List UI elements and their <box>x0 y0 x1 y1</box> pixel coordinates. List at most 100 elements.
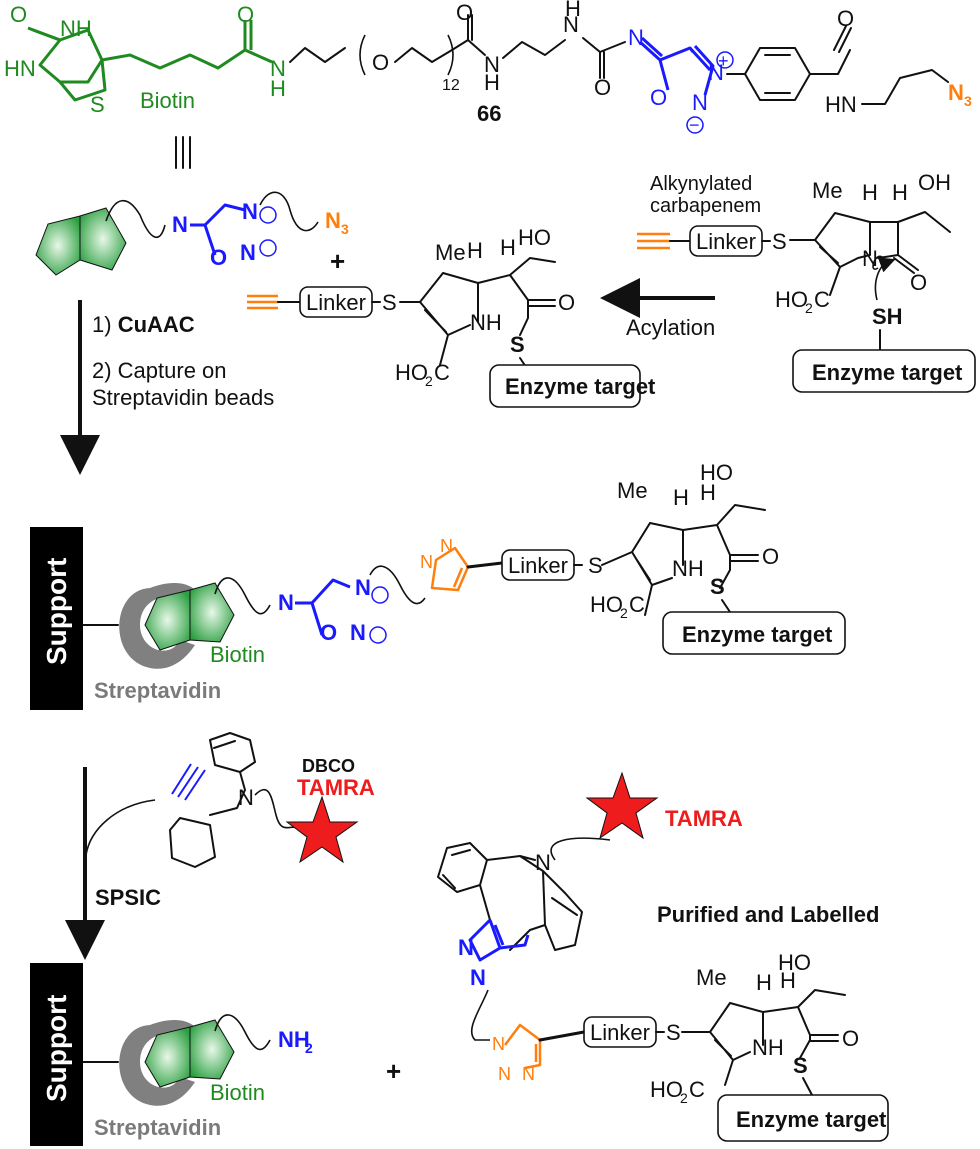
support-bound-conjugate: Support Biotin Streptavidin N N O N N N … <box>30 460 846 710</box>
acylated-carbapenem: Linker S Me H H HO NH O S HO 2 C Enzyme … <box>247 225 656 408</box>
atom-label: N <box>470 965 486 990</box>
atom-label: SH <box>872 304 903 329</box>
atom-label: H <box>500 235 516 260</box>
atom-label: N <box>522 1064 535 1084</box>
atom-label: O <box>237 2 254 27</box>
atom-label: N <box>492 1034 505 1054</box>
schematic-probe: N N O N N 3 <box>35 191 349 276</box>
atom-label: N <box>350 620 366 645</box>
streptavidin-label: Streptavidin <box>94 678 221 703</box>
support-block <box>30 527 83 710</box>
atom-label: S <box>510 332 525 357</box>
atom-label: S <box>793 1053 808 1078</box>
atom-label: H <box>780 968 796 993</box>
atom-label: O <box>837 6 854 31</box>
atom-label: N <box>240 240 256 265</box>
tamra-star-icon <box>585 771 659 840</box>
atom-label: HO <box>778 950 811 975</box>
atom-label: C <box>434 360 450 385</box>
atom-label: NH <box>470 310 502 335</box>
dbco-label: DBCO <box>302 756 355 776</box>
linker-label: Linker <box>696 229 756 254</box>
atom-label: Me <box>696 965 727 990</box>
enzyme-target-label: Enzyme target <box>736 1107 887 1132</box>
linker-label: Linker <box>508 553 568 578</box>
atom-label: H <box>862 180 878 205</box>
atom-label: Me <box>812 178 843 203</box>
atom-label: S <box>710 574 725 599</box>
peg-repeat-count: 12 <box>442 77 460 94</box>
atom-label: O <box>210 245 227 270</box>
labelled-product: TAMRA N N N N N N Linker S Me H H HO NH … <box>437 771 889 1142</box>
atom-subscript: 2 <box>680 1090 688 1106</box>
biotin-label: Biotin <box>210 642 265 667</box>
atom-label: HO <box>395 360 428 385</box>
azide-label: N <box>325 208 341 233</box>
tamra-label: TAMRA <box>665 806 743 831</box>
atom-label: N <box>238 785 254 810</box>
purified-labelled-label: Purified and Labelled <box>657 902 879 927</box>
atom-label: HN <box>825 92 857 117</box>
streptavidin-label: Streptavidin <box>94 1115 221 1140</box>
atom-label: N <box>484 52 500 77</box>
alkynylated-label-line2: carbapenem <box>650 195 761 217</box>
atom-label: N <box>458 935 474 960</box>
biotin-structure: O NH HN S O N H Biotin <box>4 2 286 117</box>
atom-label: N <box>172 212 188 237</box>
enzyme-target-box <box>792 349 976 393</box>
atom-label: N <box>270 56 286 81</box>
atom-label: S <box>90 92 105 117</box>
atom-label: Me <box>617 478 648 503</box>
atom-label: NH <box>60 16 92 41</box>
atom-label: NH <box>752 1035 784 1060</box>
atom-label: N <box>628 25 644 50</box>
biotin-label: Biotin <box>140 88 195 113</box>
enzyme-target-box <box>717 1094 889 1142</box>
compound-number: 66 <box>477 101 501 126</box>
atom-label: N <box>355 575 371 600</box>
atom-label: N <box>420 552 433 572</box>
atom-label: H <box>673 485 689 510</box>
atom-label: S <box>588 553 603 578</box>
atom-label: NH <box>672 556 704 581</box>
step2-label-line2: Streptavidin beads <box>92 385 274 410</box>
atom-label: N <box>563 12 579 37</box>
atom-label: H <box>700 480 716 505</box>
atom-label: N <box>278 590 294 615</box>
atom-label: Me <box>435 240 466 265</box>
atom-label: O <box>910 270 927 295</box>
atom-subscript: 2 <box>425 373 433 389</box>
alkynylated-carbapenem: Alkynylated carbapenem Linker S Me H H O… <box>637 170 976 393</box>
atom-label: O <box>320 620 337 645</box>
plus-charge-icon: + <box>718 51 729 71</box>
step2-label-line1: 2) Capture on <box>92 358 227 383</box>
dbco-tamra-reagent: N DBCO TAMRA <box>169 732 375 868</box>
atom-label: HO <box>518 225 551 250</box>
tamra-label: TAMRA <box>297 775 375 800</box>
enzyme-target-box <box>489 364 641 408</box>
compound-66: O NH HN S O N H Biotin O O 12 N H 66 N H <box>4 0 972 135</box>
atom-label: HO <box>590 592 623 617</box>
atom-label: HO <box>775 287 808 312</box>
acylation-label: Acylation <box>626 315 715 340</box>
atom-label: C <box>629 592 645 617</box>
tamra-star-icon <box>285 795 359 864</box>
atom-label: N <box>692 90 708 115</box>
peg-linker: O O 12 N H 66 <box>289 0 501 126</box>
atom-label: O <box>842 1026 859 1051</box>
atom-label: H <box>565 0 581 21</box>
support-label: Support <box>41 995 72 1102</box>
enzyme-target-label: Enzyme target <box>682 622 833 647</box>
atom-label: N <box>535 850 551 875</box>
atom-label: HO <box>650 1077 683 1102</box>
enzyme-target-box <box>662 611 846 655</box>
atom-label: O <box>372 50 389 75</box>
support-block <box>30 963 83 1146</box>
atom-label: H <box>467 238 483 263</box>
azide-label: N <box>948 80 964 105</box>
atom-label: OH <box>918 170 951 195</box>
atom-label: S <box>666 1020 681 1045</box>
atom-subscript: 2 <box>305 1040 313 1056</box>
support-bound-biotin-amine: Support Biotin Streptavidin NH 2 <box>30 963 313 1146</box>
linker-label: Linker <box>590 1020 650 1045</box>
